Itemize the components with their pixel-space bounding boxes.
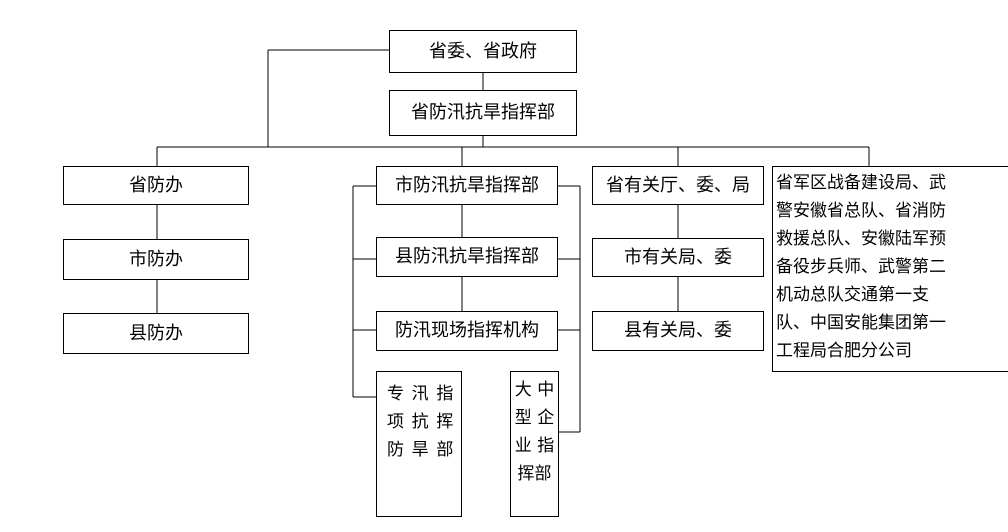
military-line: 警安徽省总队、省消防 — [776, 201, 946, 221]
provincial-committee-government-box: 省委、省政府 — [389, 30, 577, 73]
special-flood-hq-box: 专项防 汛抗旱 指挥部 — [376, 371, 462, 517]
city-flood-hq-box: 市防汛抗旱指挥部 — [376, 166, 558, 205]
field-command-box: 防汛现场指挥机构 — [376, 311, 558, 351]
county-departments-box: 县有关局、委 — [592, 311, 764, 351]
county-office-box: 县防办 — [63, 313, 249, 354]
military-line: 救援总队、安徽陆军预 — [776, 229, 946, 249]
special-hq-line: 汛抗旱 — [411, 384, 429, 460]
enterprise-hq-box: 大 中 型 企 业 指 挥部 — [510, 371, 559, 517]
enterprise-hq-line: 大 中 — [514, 380, 555, 400]
military-units-box: 省军区战备建设局、武 警安徽省总队、省消防 救援总队、安徽陆军预 备役步兵师、武… — [772, 166, 1008, 372]
enterprise-hq-line: 挥部 — [517, 464, 552, 484]
military-line: 备役步兵师、武警第二 — [776, 257, 946, 277]
provincial-flood-hq-box: 省防汛抗旱指挥部 — [389, 90, 577, 136]
provincial-office-box: 省防办 — [63, 166, 249, 205]
military-line: 省军区战备建设局、武 — [776, 173, 946, 193]
county-flood-hq-box: 县防汛抗旱指挥部 — [376, 237, 558, 277]
provincial-departments-box: 省有关厅、委、局 — [592, 166, 764, 205]
special-hq-line: 专项防 — [387, 384, 404, 460]
military-line: 队、中国安能集团第一 — [776, 313, 946, 333]
special-hq-line: 指挥部 — [436, 384, 454, 460]
military-line: 工程局合肥分公司 — [776, 341, 912, 361]
city-departments-box: 市有关局、委 — [592, 238, 764, 277]
military-line: 机动总队交通第一支 — [776, 285, 929, 305]
city-office-box: 市防办 — [63, 239, 249, 280]
enterprise-hq-line: 业 指 — [514, 436, 555, 456]
enterprise-hq-line: 型 企 — [514, 408, 555, 428]
